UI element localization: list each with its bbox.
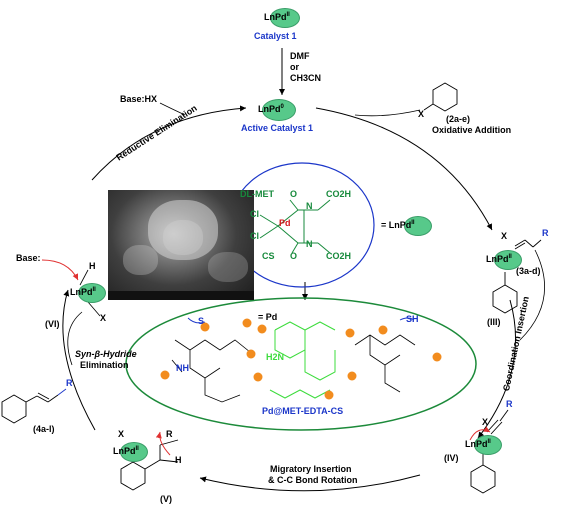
base-hx-arrow	[159, 102, 186, 116]
VI-x: X	[100, 313, 107, 323]
product-r: R	[66, 378, 73, 388]
base-hx-label: Base:HX	[120, 94, 158, 104]
migratory-insertion-label-1: Migratory Insertion	[270, 464, 352, 474]
VI-label: (VI)	[45, 319, 60, 329]
VI-h: H	[89, 261, 96, 271]
alkene-r: R	[542, 228, 549, 238]
complex-cl2: Cl	[250, 231, 259, 241]
V-formula: LnPdII	[113, 446, 139, 456]
complex-dl-met: DL-MET	[240, 189, 274, 199]
V-blob	[120, 442, 148, 462]
sem-micrograph-image	[108, 190, 254, 300]
syn-beta-label-1: Syn-β-Hydride	[75, 349, 137, 359]
catalyst-material-nh: NH	[176, 363, 189, 373]
phenyl-III	[492, 272, 518, 314]
IV-label: (IV)	[444, 453, 459, 463]
sem-info-bar	[108, 291, 254, 300]
IV-formula: LnPdII	[465, 439, 491, 449]
syn-beta-arrow	[62, 289, 96, 431]
pd-edta-complex	[259, 199, 331, 254]
alkene-structure	[514, 239, 542, 250]
catalyst-structure	[171, 334, 416, 403]
V-h: H	[175, 455, 182, 465]
aryl-halide-x: X	[418, 109, 425, 119]
complex-cl1: Cl	[250, 209, 259, 219]
III-x: X	[501, 231, 508, 241]
oxidative-addition-label: Oxidative Addition	[432, 125, 512, 135]
migratory-insertion-arrow	[199, 474, 421, 492]
solvent-acetonitrile: CH3CN	[290, 73, 322, 83]
catalyst-material-s: S	[198, 316, 205, 326]
oxidative-addition-arrow	[315, 107, 493, 231]
catalyst-material-sh: SH	[406, 314, 419, 324]
coordination-insertion-arrow	[477, 299, 516, 439]
aryl-halide-arrow	[354, 109, 421, 117]
IV-red-arrow	[469, 426, 491, 441]
solvent-or: or	[290, 62, 299, 72]
solvent-dmf: DMF	[290, 51, 310, 61]
catalyst1-formula: LnPdII	[264, 12, 290, 22]
syn-beta-label-2: Elimination	[80, 360, 129, 370]
catalyst1-blob	[270, 8, 300, 28]
base-label: Base:	[16, 253, 41, 263]
V-label: (V)	[160, 494, 172, 504]
VI-blob	[78, 283, 106, 303]
chitosan-structure	[269, 321, 336, 399]
complex-pd: Pd	[279, 218, 291, 228]
catalyst-ellipse	[125, 297, 477, 431]
V-x: X	[118, 429, 125, 439]
III-formula: LnPdII	[486, 254, 512, 264]
complex-n1: N	[306, 201, 313, 211]
III-label: (III)	[487, 317, 501, 327]
catalyst1-label: Catalyst 1	[254, 31, 297, 41]
active-catalyst-blob	[262, 99, 296, 121]
complex-co2h-2: CO2H	[326, 251, 352, 261]
alkene-arrow	[519, 249, 545, 341]
catalyst-material-h2n: H2N	[266, 352, 285, 362]
product-label: (4a-l)	[33, 424, 55, 434]
III-blob	[494, 250, 522, 270]
phenyl-aryl-halide	[423, 82, 458, 112]
IV-r: R	[506, 399, 513, 409]
complex-n2: N	[306, 239, 313, 249]
complex-equals-formula: = LnPdII	[381, 220, 415, 230]
V-r: R	[166, 429, 173, 439]
aryl-halide-label: (2a-e)	[446, 114, 471, 124]
IV-x: X	[482, 417, 489, 427]
VI-formula: LnPdII	[70, 287, 96, 297]
base-red-arrow	[41, 259, 79, 281]
phenyl-V	[120, 439, 179, 491]
reductive-elimination-arrow	[91, 105, 247, 181]
active-catalyst-label: Active Catalyst 1	[241, 123, 314, 133]
complex-cs: CS	[262, 251, 275, 261]
IV-blob	[474, 435, 502, 455]
alkene-label: (3a-d)	[516, 266, 541, 276]
complex-equals-blob	[404, 216, 432, 236]
product-arrow	[67, 311, 83, 366]
migratory-insertion-label-2: & C-C Bond Rotation	[268, 475, 358, 485]
complex-o2: O	[290, 251, 298, 261]
pd-legend: = Pd	[258, 312, 278, 322]
catalyst-material-name: Pd@MET-EDTA-CS	[262, 406, 344, 416]
V-red-arrow	[155, 431, 171, 456]
pd-nanoparticles	[160, 318, 442, 400]
complex-o1: O	[290, 189, 298, 199]
active-catalyst-formula: LnPd0	[258, 104, 284, 114]
product-structure	[1, 392, 59, 424]
complex-co2h-1: CO2H	[326, 189, 352, 199]
